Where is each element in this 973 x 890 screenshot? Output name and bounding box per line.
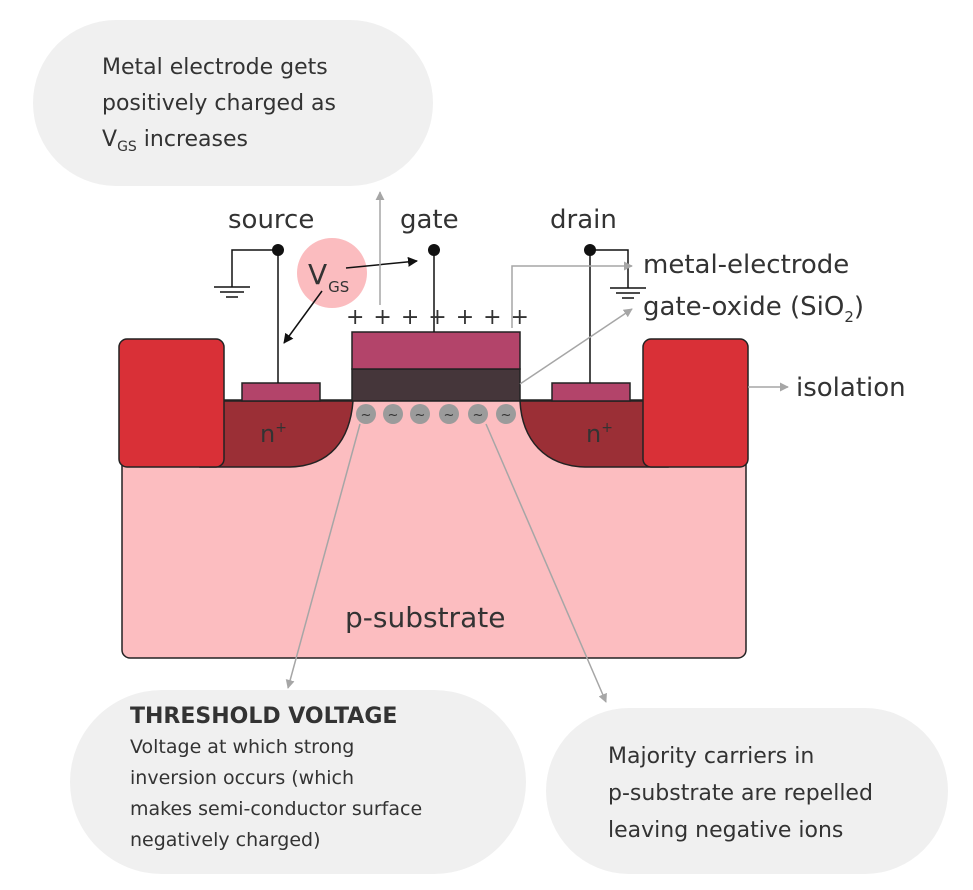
threshold-line-3: makes semi-conductor surface [130,798,423,820]
callout-top-line-2: positively charged as [102,91,336,116]
callout-arrow-majority [485,423,607,703]
svg-text:~: ~ [473,408,484,423]
gate-terminal [428,244,440,256]
svg-text:~: ~ [444,408,455,423]
n-plus-label-right: n+ [586,420,613,448]
source-label: source [228,205,314,235]
callout-bubble-top [33,20,433,186]
callout-arrow-oxide [519,308,633,385]
isolation-label: isolation [796,373,906,403]
threshold-title: THRESHOLD VOLTAGE [130,704,398,729]
callout-arrow-threshold [285,423,361,689]
p-substrate-label: p-substrate [345,601,505,634]
threshold-line-2: inversion occurs (which [130,767,355,789]
drain-contact [551,382,631,402]
n-plus-region-right [519,400,669,468]
metal-electrode-label: metal-electrode [643,250,849,280]
n-plus-label-left: n+ [260,420,287,448]
svg-text:~: ~ [501,408,512,423]
n-plus-region-left [199,400,354,468]
drain-label: drain [550,205,617,235]
gate-label: gate [400,205,459,235]
callout-top-text: Metal electrode gets positively charged … [102,50,336,165]
gate-positive-charges: + + + + + + + [346,305,530,330]
threshold-line-1: Voltage at which strong [130,736,355,758]
source-ground-icon [214,249,278,298]
callout-arrow-metal [511,261,633,328]
svg-text:~: ~ [388,408,399,423]
vgs-to-gate-arrow [345,256,418,269]
isolation-block-right [642,338,749,468]
negative-ions: ~ ~ ~ ~ ~ ~ [356,404,516,424]
threshold-line-4: negatively charged) [130,829,321,851]
gate-oxide-label: gate-oxide (SiO2) [643,292,864,326]
svg-text:~: ~ [415,408,426,423]
callout-top-line-3: VGS increases [102,127,248,155]
gate-metal-electrode [351,331,521,370]
isolation-block-left [118,338,225,468]
vgs-to-source-arrow [283,290,323,344]
source-contact [241,382,321,402]
majority-text: Majority carriers in p-substrate are rep… [608,738,873,849]
svg-text:~: ~ [361,408,372,423]
majority-line-2: p-substrate are repelled [608,781,873,806]
vgs-indicator [297,238,367,308]
threshold-text: THRESHOLD VOLTAGE Voltage at which stron… [130,702,422,856]
callout-bubble-majority [546,708,948,874]
callout-bubble-threshold [70,690,526,874]
callout-top-line-1: Metal electrode gets [102,55,328,80]
majority-line-1: Majority carriers in [608,744,815,769]
majority-line-3: leaving negative ions [608,818,844,843]
drain-ground-icon [590,249,646,299]
gate-oxide-layer [351,368,521,402]
vgs-label: VGS [308,258,349,296]
